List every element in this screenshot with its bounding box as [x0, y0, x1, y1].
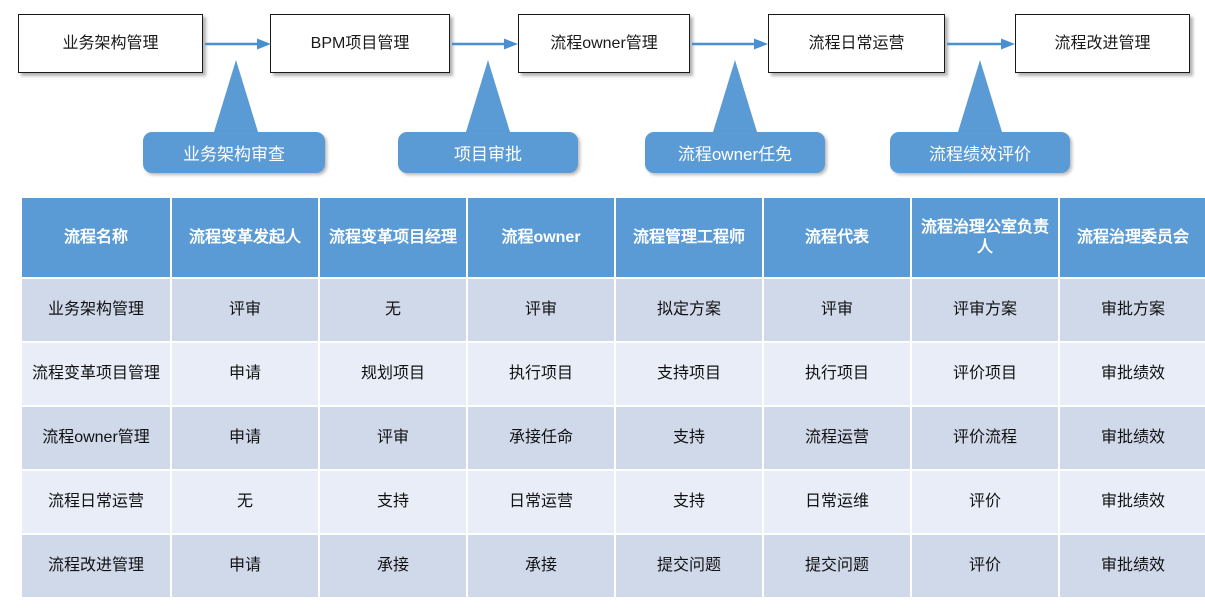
table-cell: 承接任命 — [468, 407, 614, 469]
gate-pill-2[interactable]: 项目审批 — [398, 132, 578, 173]
responsibility-matrix-table: 流程名称 流程变革发起人 流程变革项目经理 流程owner 流程管理工程师 流程… — [20, 196, 1205, 599]
table-header-cell-2[interactable]: 流程变革项目经理 — [320, 198, 466, 277]
table-row: 业务架构管理 评审 无 评审 拟定方案 评审 评审方案 审批方案 — [22, 279, 1205, 341]
table-header-cell-1[interactable]: 流程变革发起人 — [172, 198, 318, 277]
gate-pill-label-4: 流程绩效评价 — [929, 145, 1031, 164]
table-header-cell-3[interactable]: 流程owner — [468, 198, 614, 277]
table-row: 流程变革项目管理 申请 规划项目 执行项目 支持项目 执行项目 评价项目 审批绩… — [22, 343, 1205, 405]
flow-arrow-1-icon — [205, 38, 271, 50]
table-cell: 规划项目 — [320, 343, 466, 405]
table-cell: 评审 — [320, 407, 466, 469]
table-header-cell-7[interactable]: 流程治理委员会 — [1060, 198, 1205, 277]
flow-stage-label-2: BPM项目管理 — [310, 34, 410, 52]
flow-stage-label-1: 业务架构管理 — [62, 34, 159, 52]
gate-triangle-1-icon — [214, 60, 258, 132]
gate-triangle-3-icon — [713, 60, 757, 132]
table-cell: 审批绩效 — [1060, 407, 1205, 469]
table-cell: 无 — [172, 471, 318, 533]
table-cell: 审批绩效 — [1060, 471, 1205, 533]
gate-pill-label-3: 流程owner任免 — [677, 145, 793, 164]
flow-stage-label-5: 流程改进管理 — [1054, 34, 1151, 52]
table-cell: 支持 — [616, 407, 762, 469]
table-cell: 支持 — [320, 471, 466, 533]
gate-pill-3[interactable]: 流程owner任免 — [645, 132, 825, 173]
gate-pill-label-1: 业务架构审查 — [183, 145, 285, 164]
table-cell: 评审方案 — [912, 279, 1058, 341]
flow-stage-label-4: 流程日常运营 — [808, 34, 905, 52]
table-cell: 流程运营 — [764, 407, 910, 469]
gate-pill-label-2: 项目审批 — [454, 145, 522, 164]
table-cell: 执行项目 — [468, 343, 614, 405]
table-cell: 评审 — [764, 279, 910, 341]
row-name-cell: 流程变革项目管理 — [22, 343, 170, 405]
table-cell: 日常运营 — [468, 471, 614, 533]
table-cell: 承接 — [320, 535, 466, 597]
table-cell: 评价项目 — [912, 343, 1058, 405]
table-cell: 审批绩效 — [1060, 343, 1205, 405]
gate-triangle-2-icon — [466, 60, 510, 132]
table-header-cell-6[interactable]: 流程治理公室负责人 — [912, 198, 1058, 277]
table-cell: 评价 — [912, 535, 1058, 597]
table-cell: 提交问题 — [616, 535, 762, 597]
table-cell: 支持 — [616, 471, 762, 533]
flow-stage-box-3[interactable]: 流程owner管理 — [518, 14, 690, 73]
table-header-row: 流程名称 流程变革发起人 流程变革项目经理 流程owner 流程管理工程师 流程… — [22, 198, 1205, 277]
table-header-cell-4[interactable]: 流程管理工程师 — [616, 198, 762, 277]
table-header-cell-5[interactable]: 流程代表 — [764, 198, 910, 277]
table-cell: 申请 — [172, 407, 318, 469]
flow-stage-box-5[interactable]: 流程改进管理 — [1015, 14, 1190, 73]
table-cell: 审批方案 — [1060, 279, 1205, 341]
table-cell: 提交问题 — [764, 535, 910, 597]
table-row: 流程日常运营 无 支持 日常运营 支持 日常运维 评价 审批绩效 — [22, 471, 1205, 533]
gate-triangle-4-icon — [958, 60, 1002, 132]
row-name-cell: 流程owner管理 — [22, 407, 170, 469]
row-name-cell: 业务架构管理 — [22, 279, 170, 341]
table-cell: 支持项目 — [616, 343, 762, 405]
gate-pill-4[interactable]: 流程绩效评价 — [890, 132, 1070, 173]
table-cell: 申请 — [172, 343, 318, 405]
table-cell: 评审 — [172, 279, 318, 341]
flow-arrow-3-icon — [692, 38, 768, 50]
flow-arrow-4-icon — [947, 38, 1015, 50]
table-cell: 评价 — [912, 471, 1058, 533]
flow-stage-box-4[interactable]: 流程日常运营 — [768, 14, 945, 73]
row-name-cell: 流程日常运营 — [22, 471, 170, 533]
gate-pill-1[interactable]: 业务架构审查 — [143, 132, 325, 173]
table-cell: 日常运维 — [764, 471, 910, 533]
table-row: 流程改进管理 申请 承接 承接 提交问题 提交问题 评价 审批绩效 — [22, 535, 1205, 597]
table-cell: 申请 — [172, 535, 318, 597]
table-cell: 评价流程 — [912, 407, 1058, 469]
flow-stage-box-1[interactable]: 业务架构管理 — [18, 14, 203, 73]
table-cell: 评审 — [468, 279, 614, 341]
table-cell: 拟定方案 — [616, 279, 762, 341]
table-row: 流程owner管理 申请 评审 承接任命 支持 流程运营 评价流程 审批绩效 — [22, 407, 1205, 469]
table-cell: 执行项目 — [764, 343, 910, 405]
table-cell: 无 — [320, 279, 466, 341]
flow-stage-label-3: 流程owner管理 — [550, 34, 658, 52]
table-cell: 审批绩效 — [1060, 535, 1205, 597]
table-cell: 承接 — [468, 535, 614, 597]
row-name-cell: 流程改进管理 — [22, 535, 170, 597]
flow-arrow-2-icon — [452, 38, 518, 50]
table-header-cell-0[interactable]: 流程名称 — [22, 198, 170, 277]
flow-stage-box-2[interactable]: BPM项目管理 — [270, 14, 450, 73]
